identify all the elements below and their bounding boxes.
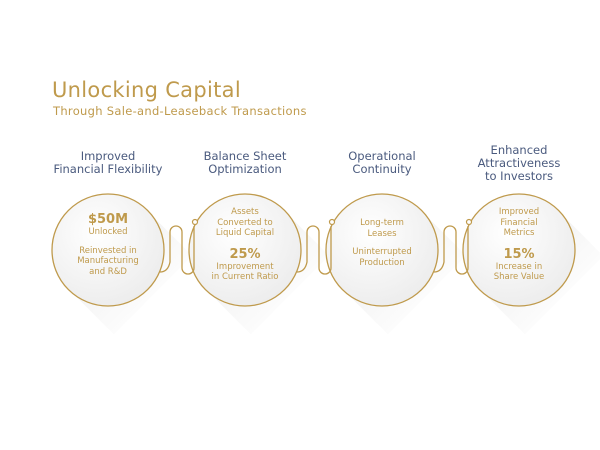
heading-line: Continuity: [352, 162, 412, 176]
serpentine-connector: [159, 225, 469, 275]
heading-line: to Investors: [484, 169, 554, 183]
detail-line: Uninterrupted: [352, 247, 412, 257]
detail-line: Improved: [498, 207, 540, 217]
heading-line: Optimization: [208, 162, 282, 176]
step-3-content: Long-term Leases Uninterrupted Productio…: [332, 218, 432, 268]
heading-line: Operational: [348, 149, 416, 163]
metric-label: Improvement: [216, 261, 274, 272]
step-1-circle: [51, 193, 165, 307]
detail-line: Converted to: [217, 217, 273, 228]
connector-dot: [328, 218, 336, 226]
detail-line: Long-term: [360, 218, 404, 228]
step-2-heading: Balance Sheet Optimization: [175, 150, 315, 176]
step-3-heading: Operational Continuity: [312, 150, 452, 176]
detail-line: Assets: [231, 207, 259, 217]
detail-line: Reinvested in: [79, 245, 137, 256]
metric-label: Unlocked: [88, 227, 128, 237]
detail-line: Manufacturing: [77, 256, 139, 266]
step-4-content: Improved Financial Metrics 15% Increase …: [469, 207, 569, 283]
heading-line: Attractiveness: [477, 156, 561, 170]
metric-value: 25%: [229, 246, 261, 262]
connector-dot: [465, 218, 473, 226]
heading-line: Improved: [80, 149, 136, 163]
detail-line: Metrics: [503, 228, 535, 238]
metric-value: 15%: [503, 246, 535, 262]
step-3-circle: [325, 193, 439, 307]
step-2-content: Assets Converted to Liquid Capital 25% I…: [195, 207, 295, 283]
detail-line: Leases: [367, 228, 397, 239]
heading-line: Financial Flexibility: [53, 162, 163, 176]
step-2-circle: [188, 193, 302, 307]
step-4-heading: Enhanced Attractiveness to Investors: [449, 144, 589, 183]
page-subtitle: Through Sale-and-Leaseback Transactions: [53, 104, 307, 118]
page-title: Unlocking Capital: [52, 78, 241, 102]
metric-value: $50M: [87, 212, 129, 227]
metric-label: in Current Ratio: [211, 272, 279, 282]
detail-line: Production: [359, 257, 405, 268]
metric-label: Increase in: [495, 261, 543, 272]
connector-dot: [191, 218, 199, 226]
detail-line: Liquid Capital: [215, 228, 275, 238]
step-1-content: $50M Unlocked Reinvested in Manufacturin…: [58, 212, 158, 277]
detail-line: Financial: [500, 217, 538, 228]
heading-line: Balance Sheet: [203, 149, 287, 163]
step-4-circle: [462, 193, 576, 307]
heading-line: Enhanced: [490, 143, 548, 157]
detail-line: and R&D: [89, 266, 127, 277]
metric-label: Share Value: [493, 272, 545, 282]
step-1-heading: Improved Financial Flexibility: [38, 150, 178, 176]
